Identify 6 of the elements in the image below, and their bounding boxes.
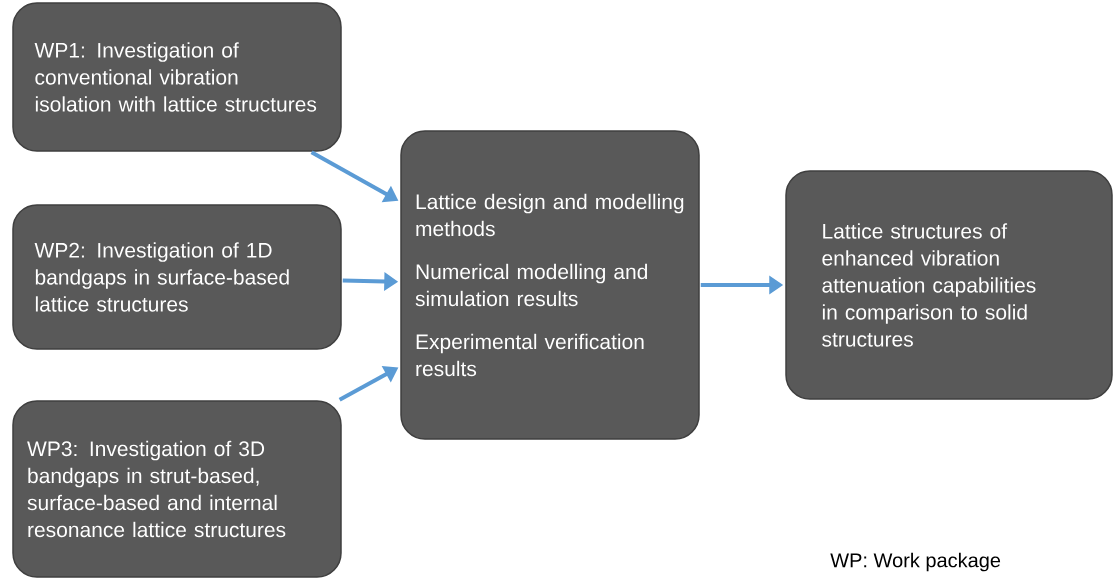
process-box: Lattice design and modelling methods Numerical modelling and simulation results Experimental verification results — [400, 130, 700, 440]
process-box: WP1: Investigation of conventional vibration isolation with lattice structures — [12, 2, 342, 152]
process-box: WP2: Investigation of 1D bandgaps in surface-based lattice structures — [12, 204, 342, 350]
note-text: WP: Work package — [830, 552, 1001, 572]
process-box: Lattice structures of enhanced vibration attenuation capabilities in comparison to solid structures — [785, 170, 1113, 400]
process-box: WP3: Investigation of 3D bandgaps in strut-based, surface-based and internal resonance lattice structures — [12, 400, 342, 578]
